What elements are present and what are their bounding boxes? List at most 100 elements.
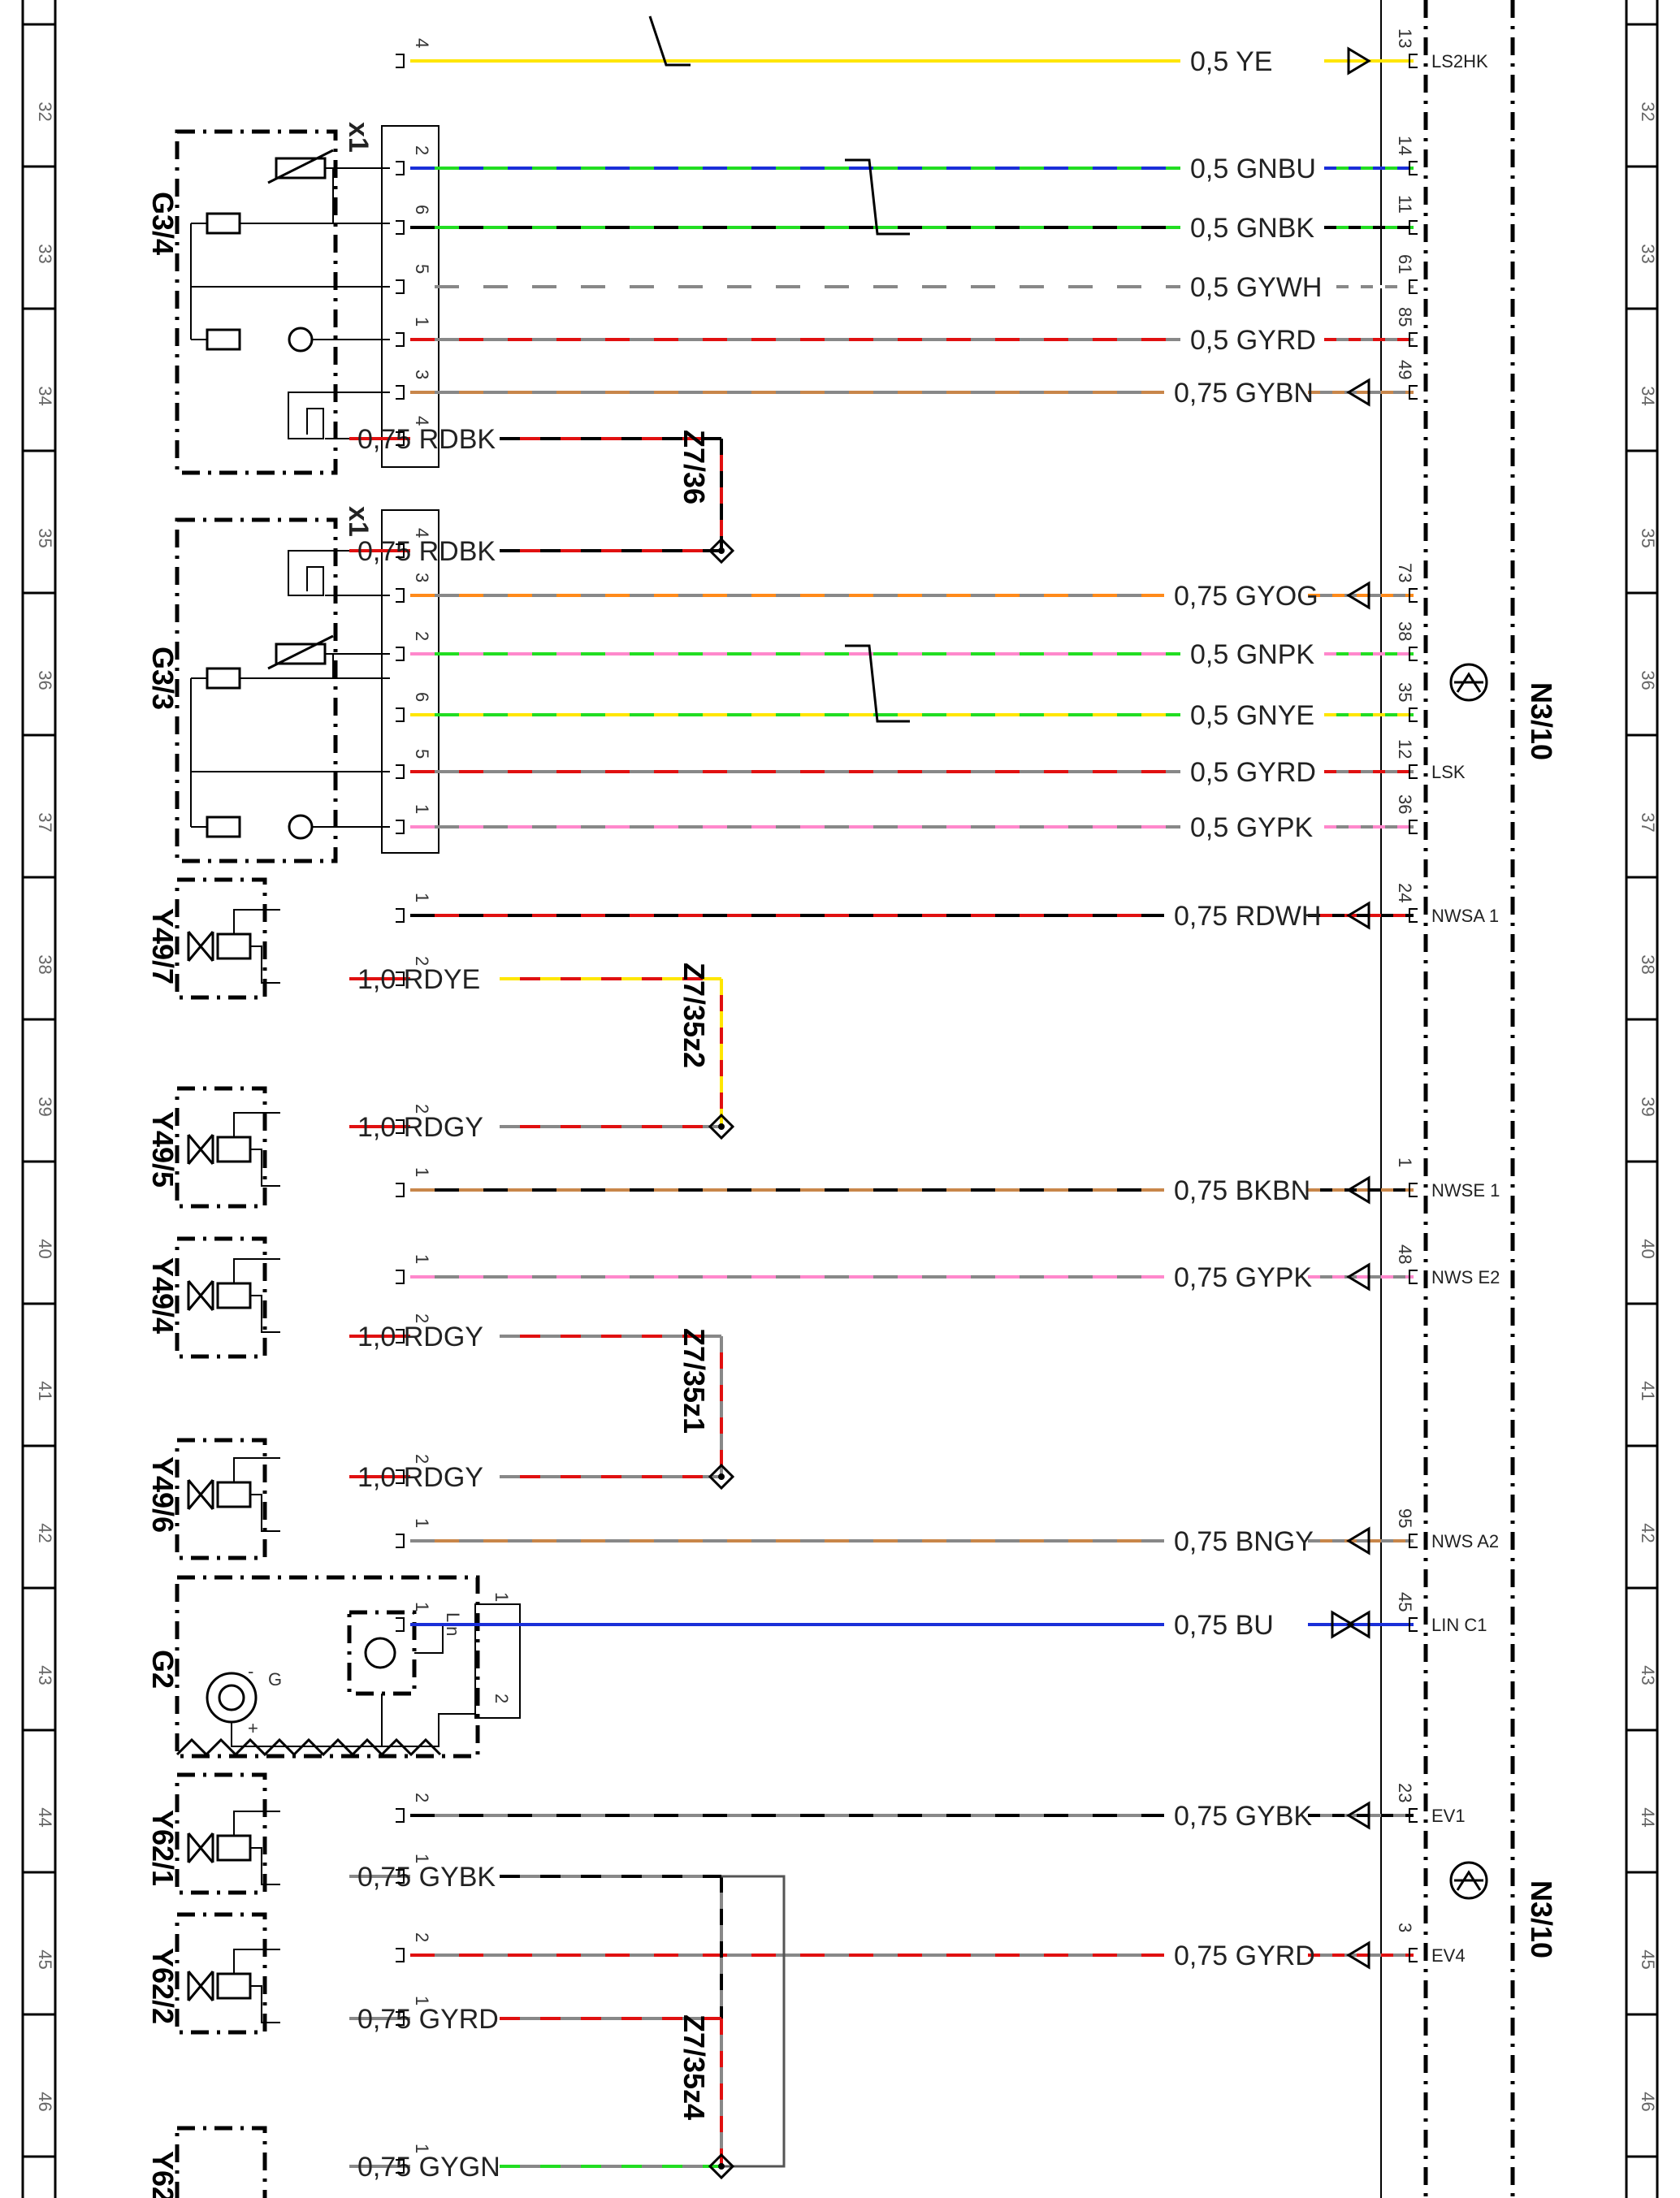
pin-terminal-icon [396,1183,405,1197]
pin-terminal-icon [396,971,405,986]
component-pin-number: 1 [412,2144,432,2153]
component-label: G3/3 [146,647,180,710]
valve-coil-icon [216,1136,252,1163]
pin-terminal-icon [396,1469,405,1484]
cu-signal-label: NWS E2 [1431,1267,1500,1287]
cu-pin-number: 61 [1395,254,1415,274]
pin-terminal-icon [396,820,405,834]
resistor-icon [206,328,241,351]
row-number: 46 [35,2092,55,2111]
signal-arrow-left-icon [1346,378,1370,407]
short-wire-s8: 0,75 GYRD 1 [349,1996,723,2166]
g2-plus-label: + [248,1718,258,1738]
pin-terminal-icon [396,1869,405,1884]
twisted-pair-marker [648,15,691,67]
component-box-y621 [175,1772,267,1895]
component-box-g34 [175,129,338,475]
cu-terminal-icon [1409,1948,1418,1962]
wire-label: 0,75 BNGY [1174,1526,1314,1557]
sensor-wiring [190,167,390,340]
transistor-icon-glyph [1454,1870,1483,1891]
component-pin-number: 1 [412,1602,432,1612]
cu-pin-number: 45 [1395,1592,1415,1612]
generator-core-icon [218,1684,245,1711]
short-wire-label: 1,0 RDGY [357,1112,483,1143]
row-number: 34 [1638,386,1658,405]
pin-terminal-icon [396,764,405,779]
splice-label: Z7/35z1 [678,1328,711,1434]
cu-pin-number: 13 [1395,28,1415,48]
connector-x1-label: x1 [343,506,374,537]
component-pin-number: 1 [412,317,432,327]
pin-terminal-icon [396,1808,405,1823]
pin-terminal-icon [396,1948,405,1962]
short-wire-label: 0,75 RDBK [357,424,496,455]
g2-ground-zigzag [175,1737,442,1757]
pin-terminal-icon [396,332,405,347]
row-number: 44 [1638,1807,1658,1827]
row-number: 37 [35,812,55,832]
wire-label: 0,5 GNPK [1190,639,1314,670]
component-pin-number: 3 [412,573,432,582]
ntc-arrow [267,634,334,670]
component-pin-number: 2 [412,1932,432,1942]
row-number: 36 [1638,670,1658,690]
splice-label: Z7/35z4 [678,2014,711,2120]
cu-signal-label: LS2HK [1431,51,1488,71]
cu-pin-number: 14 [1395,136,1415,155]
row-number: 32 [35,102,55,121]
row-number: 34 [35,386,55,405]
pin-terminal-icon [396,161,405,175]
row-number: 32 [1638,102,1658,121]
valve-coil-icon [216,1972,252,2000]
pin-terminal-icon [396,2011,405,2026]
connector-strip [381,125,439,468]
valve-coil-icon [216,1282,252,1309]
cu-terminal-icon [1409,332,1418,347]
pin-terminal-icon [396,647,405,661]
component-pin-number: 6 [412,692,432,702]
wire-label: 0,75 GYBN [1174,378,1314,409]
component-pin-number: 5 [412,264,432,274]
pin-terminal-icon [396,431,405,446]
valve-icon [187,1971,214,2001]
valve-icon [187,1479,214,1510]
signal-arrow-left-icon [1346,1801,1370,1830]
component-box-g2 [175,1575,480,1759]
splice-node-icon [708,1113,735,1140]
wire-label: 0,5 YE [1190,46,1272,77]
ntc-arrow [267,149,334,184]
short-wire-label: 0,75 GYGN [357,2152,500,2183]
cu-pin-number: 85 [1395,307,1415,327]
cu-signal-label: EV4 [1431,1945,1466,1966]
signal-arrow-right-icon [1347,46,1371,76]
cu-terminal-icon [1409,1534,1418,1548]
cu-pin-number: 49 [1395,360,1415,379]
short-wire-label: 0,75 GYRD [357,2004,499,2035]
component-label: Y62/1 [146,1810,180,1886]
row-number: 35 [1638,528,1658,547]
wire-label: 0,75 BKBN [1174,1175,1310,1206]
row-number: 37 [1638,812,1658,832]
wire-label: 0,75 GYPK [1174,1262,1312,1293]
row-number: 40 [35,1239,55,1258]
cu-terminal-icon [1409,161,1418,175]
valve-icon [187,1832,214,1863]
short-wire-label: 1,0 RDGY [357,1462,483,1493]
g2-pin-2: 2 [491,1694,512,1703]
transistor-icon [1449,663,1488,702]
resistor-icon [206,816,241,838]
pin-terminal-icon [396,908,405,923]
component-pin-number: 1 [412,1518,432,1528]
